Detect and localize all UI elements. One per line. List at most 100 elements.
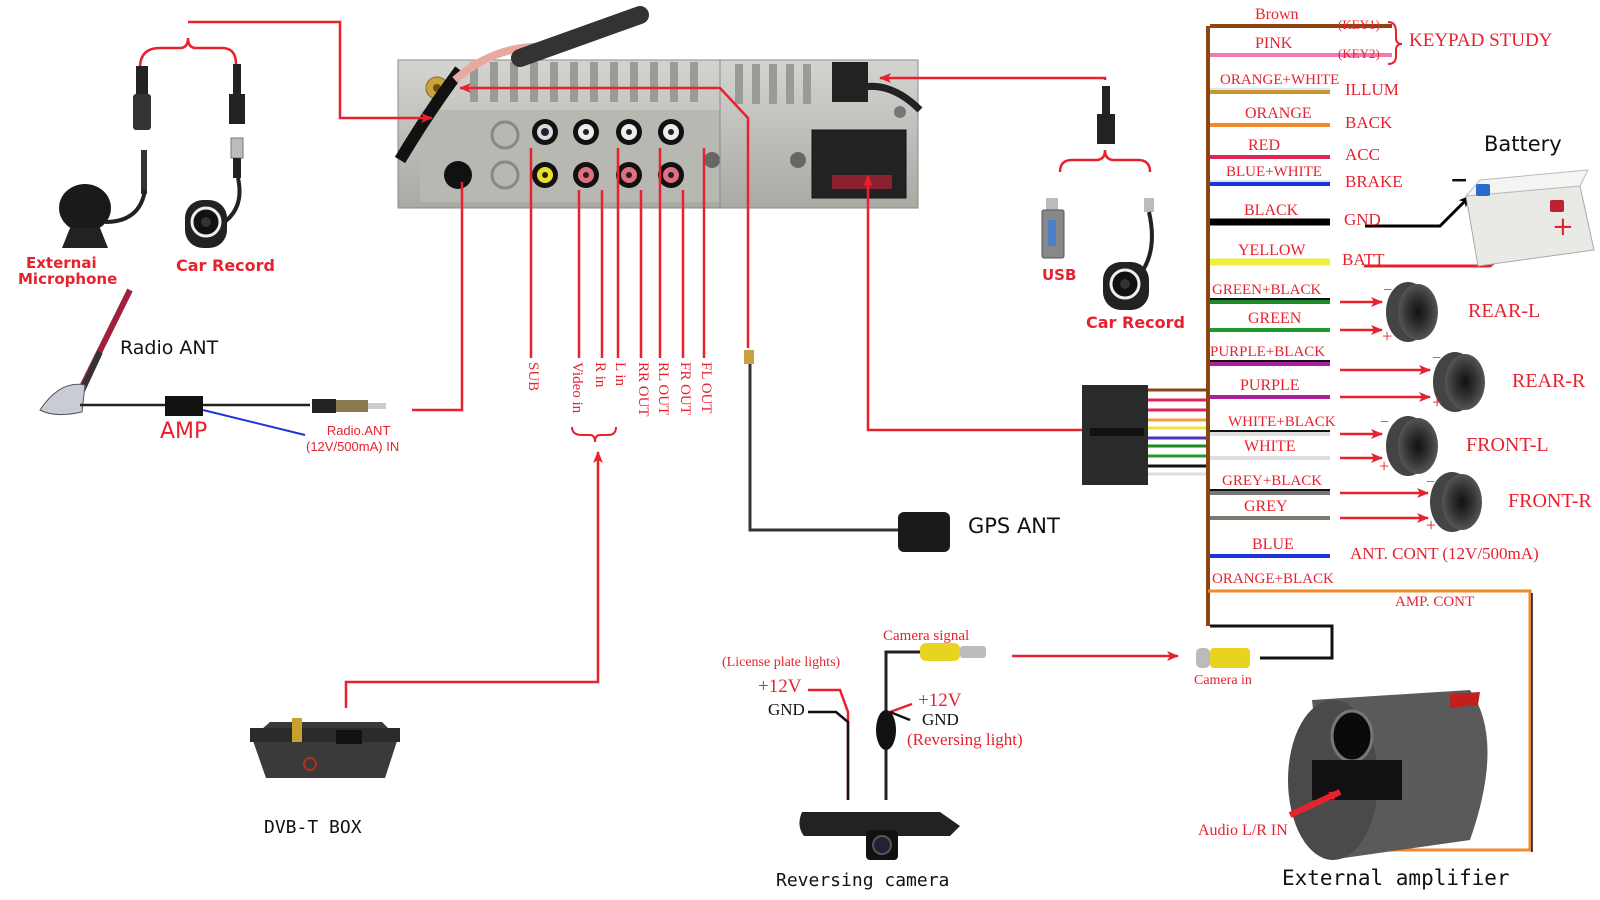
usb-label: USB [1042, 266, 1077, 284]
front-l-minus: − [1380, 414, 1390, 431]
wire-function-label: BATT [1342, 250, 1385, 269]
keypad-brace [1387, 21, 1403, 65]
wire-color-label: PURPLE [1240, 377, 1300, 394]
reversing-camera-label: Reversing camera [776, 870, 950, 891]
rca-label-fl-out: FL OUT [698, 362, 714, 414]
gnd-license-label: GND [768, 700, 805, 719]
rear-l-plus: + [1382, 326, 1393, 346]
wire-function-label: AMP. CONT [1395, 594, 1475, 610]
gnd-reversing-label: GND [922, 710, 959, 729]
amp-label: AMP [160, 419, 208, 444]
external-microphone-label: Externai Microphone [18, 255, 117, 287]
rca-bottom-row [532, 162, 684, 188]
dvbt-box-label: DVB-T BOX [264, 817, 362, 838]
external-amplifier-icon [1288, 690, 1488, 860]
heatsink-fins [470, 62, 698, 102]
wire-color-label: ORANGE [1245, 105, 1312, 122]
harness-cable [394, 66, 465, 164]
usb-stick-icon [1041, 198, 1065, 259]
rca-label-fr-out: FR OUT [677, 362, 693, 415]
camera-in-wire [1210, 624, 1334, 660]
car-record-camera-right [1103, 198, 1154, 310]
rca-top-row [532, 119, 684, 145]
reversing-light-filter [876, 710, 896, 750]
harness-wires [1210, 24, 1392, 558]
wire-function-label: BACK [1345, 113, 1393, 132]
plus12v-reversing-label: +12V [918, 690, 962, 711]
rca-label-rr-out: RR OUT [635, 362, 651, 417]
speaker-front-r-icon [1430, 472, 1482, 532]
wire-function-label: ANT. CONT (12V/500mA) [1350, 544, 1539, 563]
gps-antenna-icon [744, 350, 950, 552]
camera-in-label: Camera in [1194, 673, 1252, 688]
camera-signal-label: Camera signal [883, 628, 970, 644]
camera-in-rca [1196, 648, 1250, 668]
rear-r-minus: − [1432, 350, 1442, 367]
radio-antenna-icon [39, 288, 133, 416]
audio-lr-in-label: Audio L/R IN [1198, 822, 1288, 839]
rca-label-sub: SUB [525, 362, 541, 392]
front-l-plus: + [1379, 456, 1390, 476]
wire-color-label: PINK [1255, 35, 1293, 52]
speaker-label-rear-r: REAR-R [1512, 370, 1586, 392]
wire-color-label: GREEN+BLACK [1212, 282, 1322, 298]
battery-plus: + [1552, 212, 1574, 242]
plus12v-license-label: +12V [758, 676, 802, 697]
external-microphone-icon [59, 184, 147, 248]
wire-color-label: GREY [1244, 498, 1288, 515]
speaker-rear-r-icon [1433, 352, 1485, 412]
wire-function-label: ILLUM [1345, 80, 1399, 99]
wire-color-label: ORANGE+WHITE [1220, 72, 1340, 88]
wire-color-label: WHITE+BLACK [1228, 414, 1336, 430]
head-unit [397, 59, 721, 209]
rca-label-r-in: R in [592, 362, 608, 388]
wire-function-label: ACC [1345, 145, 1380, 164]
wire-function-label: GND [1344, 210, 1381, 229]
radio-ant-in-line1: Radio.ANT [326, 423, 391, 438]
wire-color-label: YELLOW [1238, 242, 1306, 259]
speaker-rear-l-icon [1386, 282, 1438, 342]
usb-female-right [1097, 86, 1115, 144]
speaker-arrows [1340, 297, 1431, 523]
connection-lines [138, 20, 1179, 708]
rca-label-video-in: Video in [569, 362, 585, 414]
keypad-study-label: KEYPAD STUDY [1409, 30, 1553, 51]
video-audio-in-brace [571, 426, 617, 443]
rca-label-rl-out: RL OUT [655, 362, 671, 416]
car-record-label-right: Car Record [1086, 313, 1185, 332]
radio-ant-plug [312, 399, 386, 413]
car-record-camera-left [185, 177, 242, 248]
wire-color-label: ORANGE+BLACK [1212, 571, 1334, 587]
speaker-label-front-r: FRONT-R [1508, 490, 1592, 512]
fm-ant-socket [444, 161, 472, 189]
wire-color-label: RED [1248, 137, 1280, 154]
reversing-camera-wires [808, 650, 920, 800]
speaker-label-front-l: FRONT-L [1466, 434, 1549, 456]
camera-signal-rca [920, 643, 986, 661]
wire-color-label: BLUE+WHITE [1226, 164, 1322, 180]
wire-color-label: Brown [1255, 6, 1299, 23]
battery-icon [1464, 169, 1595, 267]
rear-l-minus: − [1383, 282, 1393, 299]
license-plate-lights-label: (License plate lights) [722, 655, 841, 670]
battery-minus: − [1450, 168, 1469, 193]
amp-box [165, 396, 203, 416]
external-amplifier-label: External amplifier [1282, 866, 1510, 890]
car-record-label-left: Car Record [176, 256, 275, 275]
wire-function-label: (KEY1) [1338, 17, 1380, 32]
wire-function-label: (KEY2) [1338, 46, 1380, 61]
external-microphone-line1: Externai [26, 254, 97, 272]
battery-label: Battery [1484, 132, 1562, 156]
gps-ant-label: GPS ANT [968, 514, 1060, 538]
reversing-camera-icon [799, 812, 960, 860]
wire-color-label: BLUE [1252, 536, 1294, 553]
wire-color-label: PURPLE+BLACK [1210, 344, 1326, 360]
rca-label-l-in: L in [612, 362, 628, 387]
wire-color-label: WHITE [1244, 438, 1296, 455]
radio-ant-label: Radio ANT [120, 337, 219, 359]
iso-wire-stubs [1148, 388, 1206, 476]
wire-function-label: BRAKE [1345, 172, 1403, 191]
front-r-plus: + [1426, 515, 1437, 535]
wire-color-label: GREEN [1248, 310, 1302, 327]
